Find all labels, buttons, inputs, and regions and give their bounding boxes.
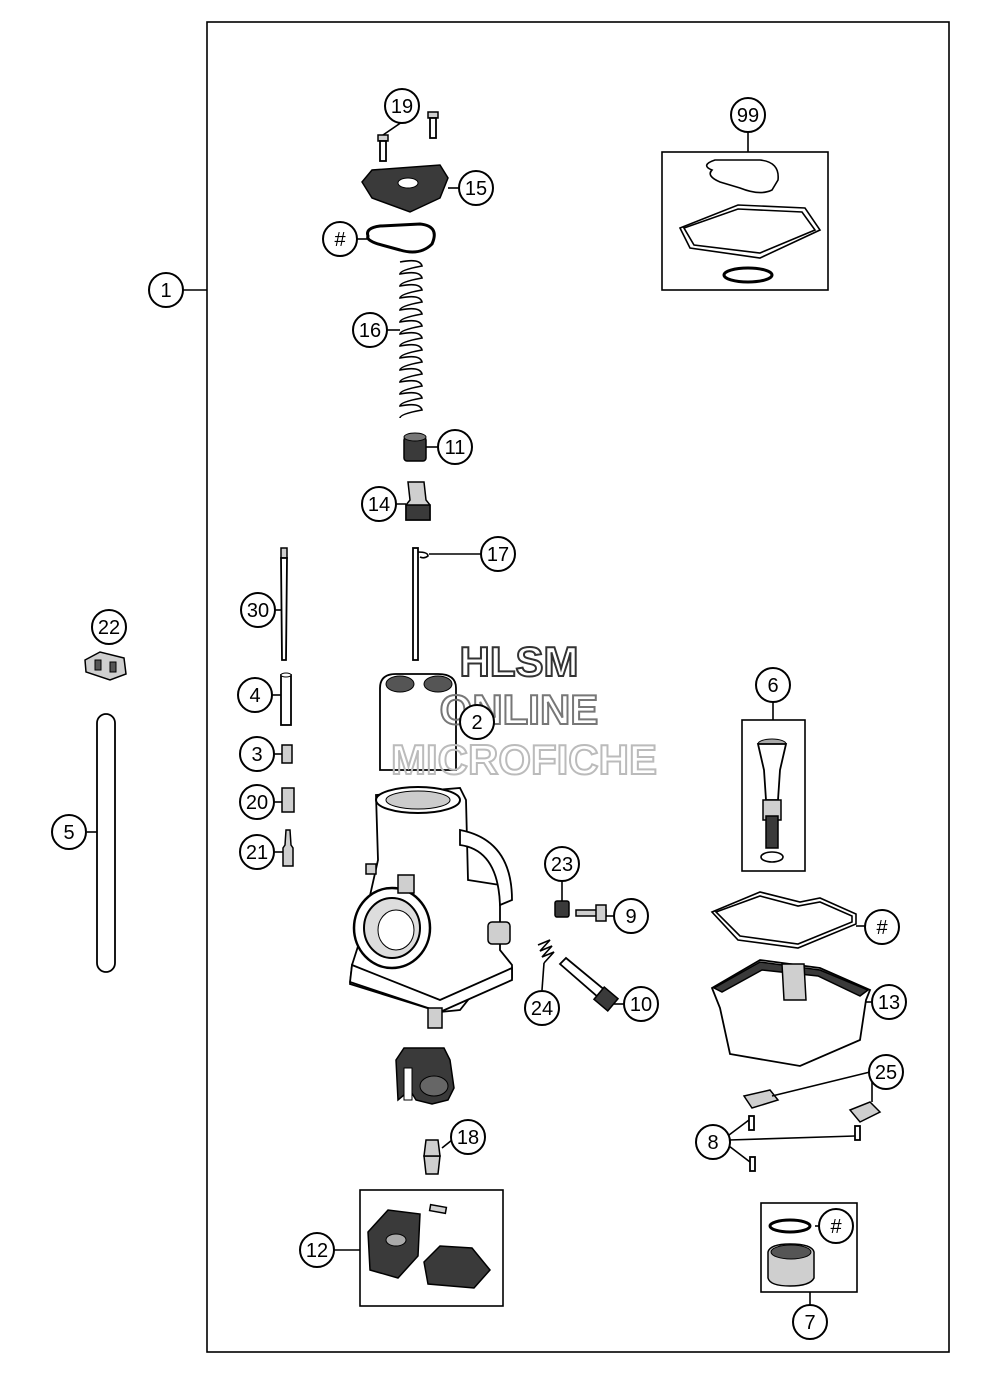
callout-17: 17 bbox=[480, 536, 516, 572]
callout-23: 23 bbox=[544, 846, 580, 882]
kit-99-box bbox=[661, 151, 829, 291]
callout-hash-gasket-bowl: # bbox=[864, 909, 900, 945]
hose-5 bbox=[87, 713, 116, 973]
jet-21 bbox=[273, 829, 294, 867]
callout-13: 13 bbox=[871, 984, 907, 1020]
plate-25-screw-8 bbox=[728, 1071, 882, 1172]
svg-text:9: 9 bbox=[625, 906, 636, 928]
callout-24: 24 bbox=[524, 990, 560, 1026]
watermark-line-3: MICROFICHE bbox=[391, 736, 657, 783]
svg-text:#: # bbox=[830, 1216, 842, 1238]
svg-text:30: 30 bbox=[247, 600, 269, 622]
cover-15 bbox=[361, 164, 460, 213]
svg-text:22: 22 bbox=[98, 617, 120, 639]
spring-16 bbox=[387, 259, 423, 419]
watermark: HLSM ONLINE MICROFICHE bbox=[390, 637, 658, 784]
callout-8: 8 bbox=[695, 1124, 731, 1160]
svg-text:24: 24 bbox=[531, 998, 553, 1020]
svg-text:4: 4 bbox=[249, 685, 260, 707]
jet-20 bbox=[273, 787, 295, 813]
drain-plug-7-box bbox=[760, 1202, 858, 1305]
callout-99: 99 bbox=[730, 97, 766, 133]
jet-4 bbox=[272, 672, 292, 726]
callout-7: 7 bbox=[792, 1304, 828, 1340]
callout-21: 21 bbox=[239, 834, 275, 870]
callout-12: 12 bbox=[299, 1232, 335, 1268]
callout-1: 1 bbox=[148, 272, 184, 308]
callout-4: 4 bbox=[237, 677, 273, 713]
svg-text:13: 13 bbox=[878, 992, 900, 1014]
idle-screw-6-box bbox=[741, 701, 806, 872]
svg-text:10: 10 bbox=[630, 994, 652, 1016]
pin-10-assembly bbox=[537, 939, 624, 1012]
svg-text:5: 5 bbox=[63, 822, 74, 844]
callout-hash-oring-plug: # bbox=[818, 1208, 854, 1244]
callout-9: 9 bbox=[613, 898, 649, 934]
svg-text:16: 16 bbox=[359, 320, 381, 342]
cap-11 bbox=[403, 432, 438, 462]
svg-text:2: 2 bbox=[471, 712, 482, 734]
callout-14: 14 bbox=[361, 486, 397, 522]
callout-2: 2 bbox=[459, 704, 495, 740]
callout-30: 30 bbox=[240, 592, 276, 628]
assembly-frame bbox=[206, 21, 950, 1353]
callout-hash-gasket-top: # bbox=[322, 221, 358, 257]
svg-text:21: 21 bbox=[246, 842, 268, 864]
callout-20: 20 bbox=[239, 784, 275, 820]
callout-3: 3 bbox=[239, 736, 275, 772]
callout-22: 22 bbox=[91, 609, 127, 645]
svg-text:12: 12 bbox=[306, 1240, 328, 1262]
svg-text:#: # bbox=[334, 229, 346, 251]
svg-text:14: 14 bbox=[368, 494, 390, 516]
svg-text:3: 3 bbox=[251, 744, 262, 766]
callout-6: 6 bbox=[755, 667, 791, 703]
screw-9-assembly bbox=[554, 880, 614, 922]
svg-text:25: 25 bbox=[875, 1062, 897, 1084]
clip-22 bbox=[84, 651, 127, 681]
callout-16: 16 bbox=[352, 312, 388, 348]
svg-text:6: 6 bbox=[767, 675, 778, 697]
needle-30 bbox=[275, 547, 288, 661]
svg-text:15: 15 bbox=[465, 178, 487, 200]
callout-10: 10 bbox=[623, 986, 659, 1022]
svg-text:1: 1 bbox=[160, 280, 171, 302]
jet-3 bbox=[273, 744, 293, 764]
float-12-box bbox=[333, 1189, 504, 1307]
svg-text:19: 19 bbox=[391, 96, 413, 118]
callout-5: 5 bbox=[51, 814, 87, 850]
callout-19: 19 bbox=[384, 88, 420, 124]
callout-18: 18 bbox=[450, 1119, 486, 1155]
callout-15: 15 bbox=[458, 170, 494, 206]
watermark-line-1: HLSM bbox=[460, 638, 579, 685]
svg-text:7: 7 bbox=[804, 1312, 815, 1334]
callout-25: 25 bbox=[868, 1054, 904, 1090]
svg-text:17: 17 bbox=[487, 544, 509, 566]
svg-text:20: 20 bbox=[246, 792, 268, 814]
screw-19-group bbox=[377, 111, 439, 162]
svg-text:18: 18 bbox=[457, 1127, 479, 1149]
carburetor-body bbox=[349, 786, 513, 1029]
needle-17 bbox=[412, 547, 481, 661]
svg-text:#: # bbox=[876, 917, 888, 939]
fitting-14 bbox=[380, 481, 431, 521]
callout-11: 11 bbox=[437, 429, 473, 465]
float-bowl-13 bbox=[710, 959, 872, 1067]
svg-text:8: 8 bbox=[707, 1132, 718, 1154]
svg-text:11: 11 bbox=[445, 437, 466, 459]
valve-18 bbox=[423, 1139, 453, 1175]
float-assembly bbox=[395, 1047, 455, 1105]
slide-2 bbox=[379, 673, 457, 771]
svg-text:99: 99 bbox=[737, 105, 759, 127]
svg-text:23: 23 bbox=[551, 854, 573, 876]
